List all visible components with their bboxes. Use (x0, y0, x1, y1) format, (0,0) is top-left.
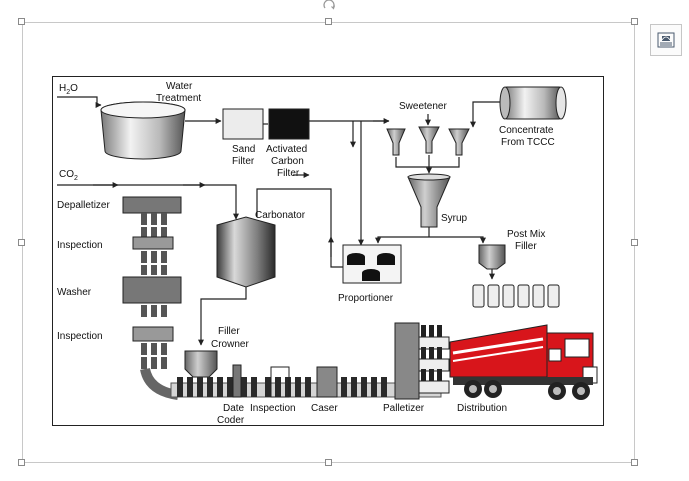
svg-text:CO2: CO2 (59, 169, 78, 182)
caser-label: Caser (311, 403, 338, 414)
layout-options-button[interactable] (650, 24, 682, 56)
filler-crowner-label-line1: Filler (218, 326, 240, 337)
syrup-to-postmix-line (429, 236, 486, 244)
proportioner-label: Proportioner (338, 293, 394, 304)
washer-label: Washer (57, 287, 92, 298)
layout-options-icon (657, 32, 675, 48)
resize-handle-bottom-right[interactable] (631, 459, 638, 466)
concentrate-tank (499, 86, 567, 120)
sand-filter (222, 108, 264, 140)
sweetener-label: Sweetener (399, 101, 447, 112)
syrup-to-proportioner-line (375, 236, 429, 244)
inspection-station-lower (132, 326, 174, 342)
sweetener-funnel-right (448, 128, 470, 156)
co2-label: CO2 (59, 169, 78, 182)
distribution-label: Distribution (457, 403, 507, 414)
date-coder-station (232, 364, 242, 398)
filler-crowner (184, 350, 218, 378)
concentrate-feed-line (470, 101, 503, 128)
concentrate-label-line2: From TCCC (501, 137, 555, 148)
syrup-tank (407, 173, 451, 228)
post-mix-cups (472, 284, 560, 308)
carbonator-tank (216, 216, 276, 288)
bottling-process-diagram[interactable]: H2O Water Treatment Sand Filter Activate… (52, 76, 604, 426)
palletizer-stack (418, 325, 450, 394)
svg-text:H2O: H2O (59, 83, 78, 96)
activated-carbon-label-line3: Filter (277, 168, 300, 179)
h2o-label: H2O (59, 83, 78, 96)
funnels-to-syrup-line (395, 157, 460, 168)
sand-filter-label-line2: Filter (232, 156, 255, 167)
inspection-station-bottom (270, 366, 290, 398)
water-treatment-label-line2: Treatment (156, 93, 201, 104)
resize-handle-top-middle[interactable] (325, 18, 332, 25)
bottle-chain-lower (141, 305, 167, 369)
filler-crowner-label-line2: Crowner (211, 339, 249, 350)
water-treatment-label-line1: Water (166, 81, 193, 92)
post-mix-filler (478, 244, 506, 270)
washer-station (122, 276, 182, 304)
post-mix-label-line1: Post Mix (507, 229, 545, 240)
resize-handle-top-left[interactable] (18, 18, 25, 25)
date-coder-label-line2: Coder (217, 415, 245, 426)
activated-carbon-filter (268, 108, 310, 140)
date-coder-label-line1: Date (223, 403, 245, 414)
inspection-label-upper: Inspection (57, 240, 103, 251)
resize-handle-top-right[interactable] (631, 18, 638, 25)
resize-handle-bottom-left[interactable] (18, 459, 25, 466)
depalletizer-label: Depalletizer (57, 200, 110, 211)
inspection-station-upper (132, 236, 174, 250)
resize-handle-middle-right[interactable] (631, 239, 638, 246)
sweetener-funnel-center (418, 126, 440, 154)
caser-station (316, 366, 338, 398)
depalletizer-station (122, 196, 182, 214)
sweetener-funnel-left (386, 128, 406, 156)
resize-handle-middle-left[interactable] (18, 239, 25, 246)
inspection-label-bottom: Inspection (250, 403, 296, 414)
palletizer-label: Palletizer (383, 403, 425, 414)
palletizer-station (394, 322, 420, 400)
rotate-icon[interactable] (322, 0, 336, 10)
proportioner-to-carbonator-line (256, 188, 343, 268)
bottom-bottles (177, 377, 387, 397)
water-inlet-line (57, 96, 102, 108)
syrup-label: Syrup (441, 213, 468, 224)
carbonator-to-filler-line (198, 287, 247, 346)
sand-filter-label-line1: Sand (232, 144, 255, 155)
activated-carbon-label-line2: Carbon (271, 156, 304, 167)
bottle-chain-upper (141, 213, 167, 275)
carbonator-label: Carbonator (255, 210, 306, 221)
resize-handle-bottom-middle[interactable] (325, 459, 332, 466)
proportioner (342, 244, 402, 284)
water-treatment-tank (100, 101, 186, 160)
activated-carbon-label-line1: Activated (266, 144, 307, 155)
post-mix-label-line2: Filler (515, 241, 537, 252)
inspection-label-lower: Inspection (57, 331, 103, 342)
concentrate-label-line1: Concentrate (499, 125, 554, 136)
distribution-truck (449, 324, 598, 400)
